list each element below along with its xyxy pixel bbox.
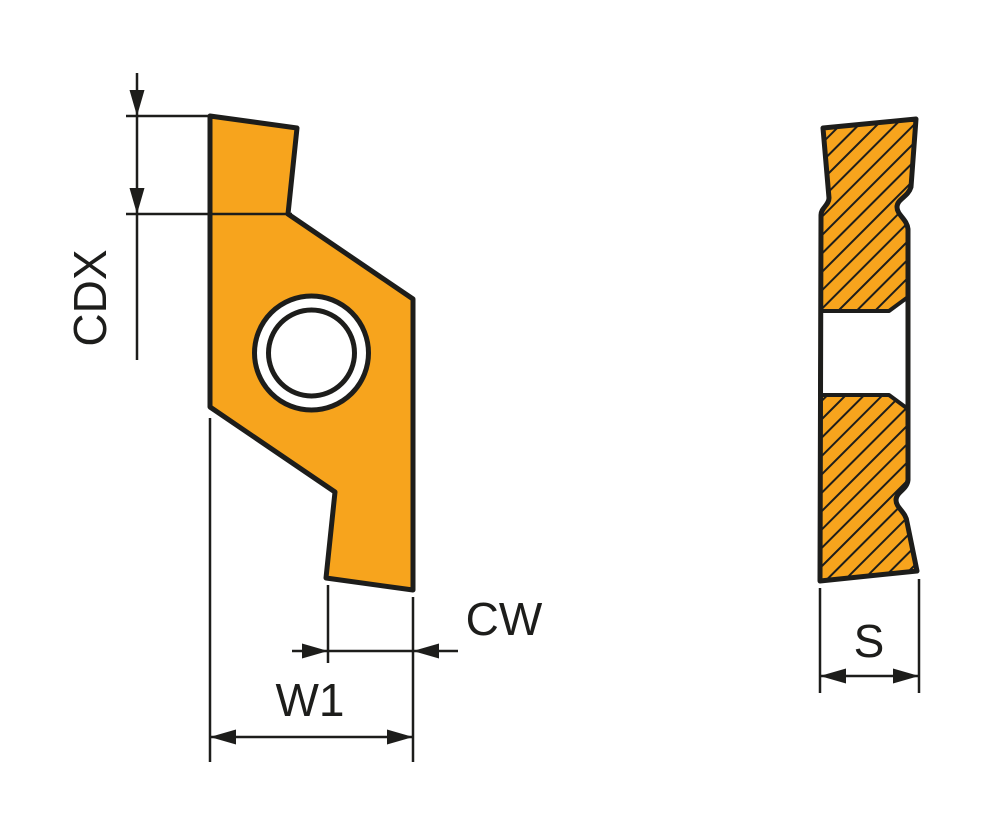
cw-arrowhead-right: [413, 643, 439, 659]
s-label: S: [854, 615, 885, 667]
side-view-section: [817, 116, 920, 584]
w1-arrowhead-left: [210, 729, 236, 745]
dimension-cdx: CDX: [64, 73, 292, 360]
cdx-label: CDX: [64, 249, 116, 346]
cw-label: CW: [466, 593, 543, 645]
s-arrowhead-right: [893, 668, 919, 684]
dimension-w1: W1: [208, 418, 415, 762]
insert-side-outline: [817, 116, 920, 584]
cw-arrowhead-left: [302, 643, 328, 659]
w1-label: W1: [276, 674, 345, 726]
dimension-s: S: [818, 579, 921, 693]
front-view: [207, 113, 416, 593]
insert-hole-bore: [266, 307, 357, 399]
s-arrowhead-left: [820, 668, 846, 684]
cdx-arrowhead-bottom: [129, 188, 145, 214]
w1-arrowhead-right: [387, 729, 413, 745]
hole-section-void: [818, 295, 910, 411]
dimension-cw: CW: [292, 585, 543, 663]
cdx-arrowhead-top: [129, 90, 145, 116]
